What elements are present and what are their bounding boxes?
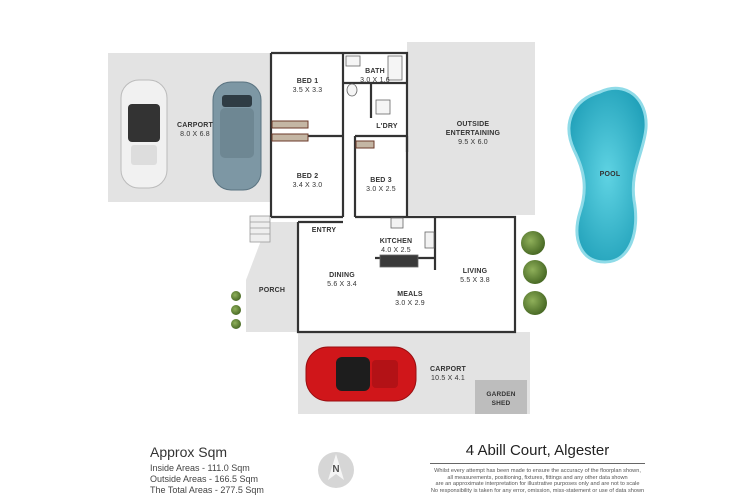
floorplan-drawing [108, 42, 648, 414]
inside-area: Inside Areas - 111.0 Sqm [150, 463, 250, 473]
room-name: ENTRY [311, 227, 337, 234]
room-label-kitchen: KITCHEN 4.0 X 2.5 [374, 237, 418, 255]
garden-shed-area [475, 380, 527, 414]
room-label-porch: PORCH [252, 286, 292, 295]
room-name: OUTSIDE ENTERTAINING [445, 121, 501, 137]
room-label-pool: POOL [595, 170, 625, 179]
room-label-living: LIVING 5.5 X 3.8 [446, 267, 504, 285]
room-name: GARDEN SHED [486, 391, 516, 407]
room-name: KITCHEN [379, 238, 413, 245]
room-name: BED 2 [296, 173, 319, 180]
address-divider [430, 463, 645, 464]
white-car [120, 79, 168, 189]
pool-shape [567, 86, 648, 264]
entry-steps [249, 215, 271, 243]
room-label-dining: DINING 5.6 X 3.4 [312, 271, 372, 289]
kitchen-fixtures [379, 217, 435, 268]
room-dimensions: 3.0 X 1.6 [360, 77, 390, 84]
disclaimer-text: Whilst every attempt has been made to en… [430, 468, 645, 494]
room-name: CARPORT [429, 366, 466, 373]
room-label-ldry: L'DRY [372, 122, 402, 131]
room-dimensions: 3.0 X 2.9 [395, 300, 425, 307]
room-name: BED 1 [296, 78, 319, 85]
bathroom-fixtures [345, 55, 403, 115]
compass-icon: N [316, 450, 356, 490]
room-dimensions: 3.0 X 2.5 [366, 186, 396, 193]
room-dimensions: 4.0 X 2.5 [381, 247, 411, 254]
address-block: 4 Abill Court, Algester Whilst every att… [430, 442, 645, 494]
room-name: DINING [329, 272, 355, 279]
room-label-outside-entertaining: OUTSIDE ENTERTAINING 9.5 X 6.0 [432, 120, 514, 147]
room-name: L'DRY [376, 123, 398, 130]
room-dimensions: 8.0 X 6.8 [180, 131, 210, 138]
wardrobes [271, 120, 375, 149]
property-address: 4 Abill Court, Algester [465, 442, 610, 459]
porch-area [246, 222, 298, 332]
room-dimensions: 5.5 X 3.8 [460, 277, 490, 284]
room-label-carport-left: CARPORT 8.0 X 6.8 [160, 121, 230, 139]
blue-car [212, 81, 262, 191]
red-car [305, 346, 417, 402]
room-label-garden-shed: GARDEN SHED [478, 390, 524, 408]
room-dimensions: 3.5 X 3.3 [292, 87, 323, 94]
shrubs [231, 231, 547, 329]
room-label-bath: BATH 3.0 X 1.6 [355, 67, 395, 85]
total-area: The Total Areas - 277.5 Sqm [150, 485, 264, 495]
room-dimensions: 9.5 X 6.0 [458, 139, 488, 146]
room-name: LIVING [462, 268, 488, 275]
disclaimer-line: are an approximate interpretation for il… [435, 481, 640, 488]
outside-entertaining-area [407, 42, 535, 215]
room-label-bed2: BED 2 3.4 X 3.0 [275, 172, 340, 190]
room-label-bed1: BED 1 3.5 X 3.3 [275, 77, 340, 95]
room-name: PORCH [258, 287, 286, 294]
house-walls [269, 51, 517, 334]
disclaimer-line: No responsibility is taken for any error… [430, 487, 645, 494]
room-label-entry: ENTRY [306, 226, 342, 235]
disclaimer-line: Whilst every attempt has been made to en… [434, 468, 641, 474]
area-summary: Approx Sqm Inside Areas - 111.0 Sqm Outs… [150, 444, 350, 496]
room-name: BED 3 [370, 177, 392, 184]
room-name: POOL [599, 171, 621, 178]
outside-area: Outside Areas - 166.5 Sqm [150, 474, 259, 484]
room-name: MEALS [397, 291, 423, 298]
room-name: CARPORT [176, 122, 213, 129]
room-label-meals: MEALS 3.0 X 2.9 [382, 290, 438, 308]
disclaimer-line: all measurements, positioning, fixtures,… [447, 474, 628, 481]
room-name: BATH [365, 68, 385, 75]
room-label-carport-bottom: CARPORT 10.5 X 4.1 [418, 365, 478, 383]
area-summary-heading: Approx Sqm [150, 444, 228, 460]
room-label-bed3: BED 3 3.0 X 2.5 [358, 176, 404, 194]
room-dimensions: 10.5 X 4.1 [431, 375, 465, 382]
room-dimensions: 5.6 X 3.4 [327, 281, 357, 288]
room-dimensions: 3.4 X 3.0 [292, 182, 323, 189]
compass-letter: N [332, 464, 340, 475]
